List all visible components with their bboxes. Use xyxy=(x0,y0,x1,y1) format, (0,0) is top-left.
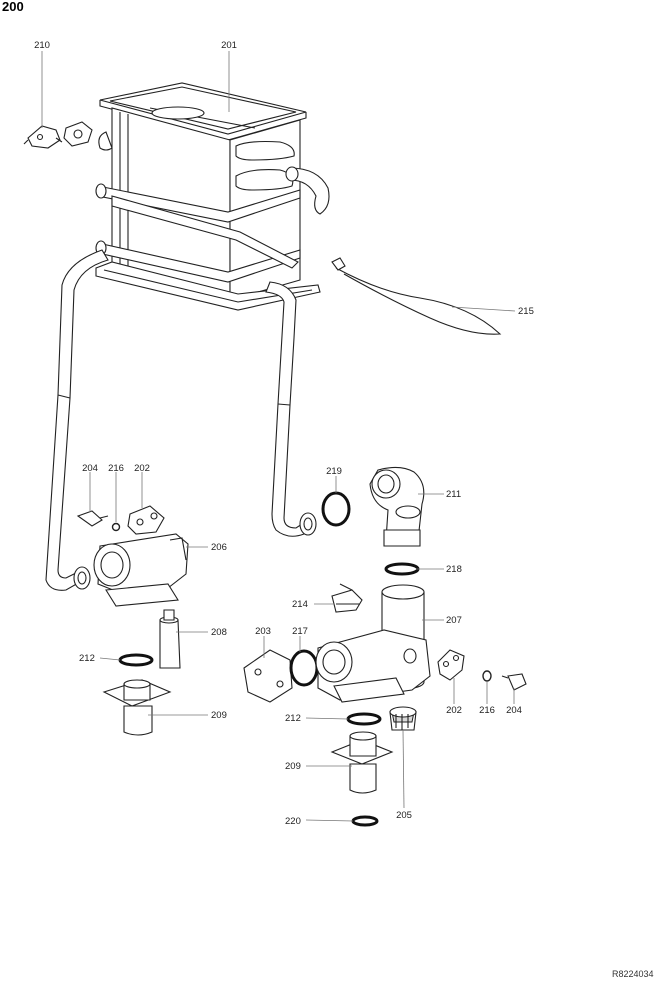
callout-212-right: 212 xyxy=(285,713,301,724)
callout-214: 214 xyxy=(292,599,308,610)
o-ring-218 xyxy=(384,562,420,576)
callout-201: 201 xyxy=(221,40,237,51)
valve-body-lower xyxy=(315,629,431,703)
callout-205: 205 xyxy=(396,810,412,821)
o-ring-216-right xyxy=(482,670,492,682)
o-ring-212-left xyxy=(118,653,154,667)
sensor-210 xyxy=(23,121,93,149)
o-ring-219 xyxy=(321,491,351,527)
callout-208: 208 xyxy=(211,627,227,638)
o-ring-217 xyxy=(289,649,319,687)
cable-215 xyxy=(331,257,502,335)
cover-plate-203 xyxy=(243,649,293,703)
o-ring-212-right xyxy=(346,712,382,726)
o-ring-220 xyxy=(351,815,379,827)
connector-209-left xyxy=(102,679,172,736)
leader-lines xyxy=(41,51,516,822)
callout-206: 206 xyxy=(211,542,227,553)
callout-207: 207 xyxy=(446,615,462,626)
plate-202-right xyxy=(437,649,465,681)
callout-202-left: 202 xyxy=(134,463,150,474)
callout-210: 210 xyxy=(34,40,50,51)
right-water-pipe xyxy=(265,281,317,537)
elbow-211 xyxy=(369,466,425,547)
callout-215: 215 xyxy=(518,306,534,317)
callout-203: 203 xyxy=(255,626,271,637)
check-pin-208 xyxy=(159,609,181,669)
page-number: 200 xyxy=(2,0,24,14)
callout-204-right: 204 xyxy=(506,705,522,716)
callout-211: 211 xyxy=(446,489,461,500)
callout-216-right: 216 xyxy=(479,705,495,716)
left-water-pipe xyxy=(45,249,109,591)
callout-216-left: 216 xyxy=(108,463,124,474)
valve-body-206 xyxy=(93,533,189,607)
callout-209-left: 209 xyxy=(211,710,227,721)
clip-214 xyxy=(331,583,363,613)
callout-labels: 201 210 215 204 216 202 219 211 206 218 … xyxy=(34,40,534,827)
filter-205 xyxy=(389,706,417,731)
callout-212-left: 212 xyxy=(79,653,95,664)
callout-220: 220 xyxy=(285,816,301,827)
callout-202-right: 202 xyxy=(446,705,462,716)
drawing-reference: R8224034 xyxy=(612,969,654,979)
callout-204-left: 204 xyxy=(82,463,98,474)
callout-218: 218 xyxy=(446,564,462,575)
parts-upper-left xyxy=(76,505,165,535)
connector-209-right xyxy=(330,731,394,794)
callout-219: 219 xyxy=(326,466,342,477)
callout-209-right: 209 xyxy=(285,761,301,772)
callout-217: 217 xyxy=(292,626,308,637)
sensor-204-right xyxy=(501,673,527,691)
heat-exchanger-201 xyxy=(95,82,330,311)
